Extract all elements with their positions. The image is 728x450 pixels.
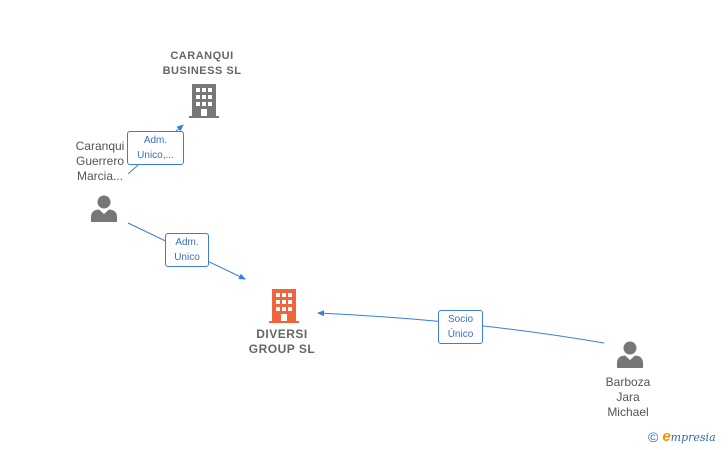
edge-label-socio-unico[interactable]: Socio Único bbox=[438, 310, 483, 344]
person-label-caranqui[interactable]: Caranqui Guerrero Marcia... bbox=[75, 139, 125, 183]
company-label-caranqui-business[interactable]: CARANQUI BUSINESS SL bbox=[162, 50, 242, 77]
building-icon[interactable] bbox=[189, 84, 219, 118]
brand-wordmark: empresia bbox=[662, 428, 716, 445]
person-label-barboza[interactable]: Barboza Jara Michael bbox=[605, 375, 651, 419]
edge-label-adm-unico-top[interactable]: Adm. Unico,... bbox=[127, 131, 184, 165]
person-icon[interactable] bbox=[90, 194, 118, 222]
company-label-diversi-group[interactable]: DIVERSI GROUP SL bbox=[248, 327, 316, 356]
edge-label-adm-unico-mid[interactable]: Adm. Unico bbox=[165, 233, 209, 267]
empresia-logo: © empresia bbox=[648, 428, 716, 445]
person-icon[interactable] bbox=[616, 340, 644, 368]
building-icon-highlighted[interactable] bbox=[269, 289, 299, 323]
copyright-icon: © bbox=[648, 428, 659, 445]
